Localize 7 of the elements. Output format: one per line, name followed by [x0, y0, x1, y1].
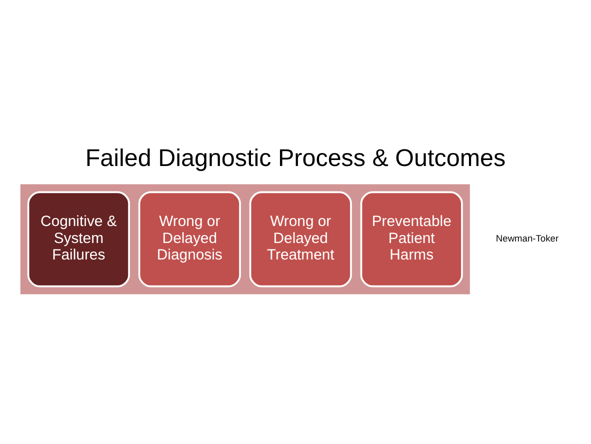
- node-box: Wrong or Delayed Diagnosis: [138, 191, 241, 288]
- cluster: [20, 184, 470, 294]
- node-box: Cognitive & System Failures: [27, 191, 130, 288]
- label: Newman-Toker: [496, 234, 559, 244]
- diagram-title: Failed Diagnostic Process & Outcomes: [85, 144, 506, 172]
- node-box: Preventable Patient Harms: [360, 191, 463, 288]
- node-box: Wrong or Delayed Treatment: [249, 191, 352, 288]
